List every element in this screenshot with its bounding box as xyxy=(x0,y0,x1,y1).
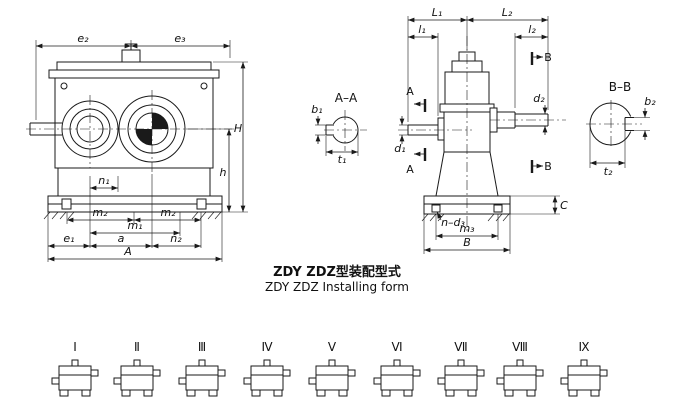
label-m3: m₃ xyxy=(459,222,475,235)
label-d2: d₂ xyxy=(533,92,545,105)
label-t2: t₂ xyxy=(604,165,613,178)
label-h: h xyxy=(220,166,227,179)
breather-cap xyxy=(121,49,141,63)
label-B-width: B xyxy=(463,236,471,249)
label-b2: b₂ xyxy=(644,95,656,108)
variant-item-3: Ⅲ xyxy=(178,340,226,397)
bearing-cap-left xyxy=(437,117,445,141)
label-L1: L₁ xyxy=(432,6,443,19)
ground-hatch xyxy=(421,213,510,222)
label-H: H xyxy=(234,122,242,135)
front-view-housing xyxy=(26,43,232,220)
variant-item-8: Ⅷ xyxy=(496,340,544,397)
variant-row: Ⅰ Ⅱ Ⅲ Ⅳ xyxy=(51,340,608,397)
variant-item-2: Ⅱ xyxy=(113,340,161,397)
label-m2-left: m₂ xyxy=(92,206,108,219)
variant-numeral: Ⅶ xyxy=(454,340,467,354)
section-mark-B-top: B xyxy=(544,51,552,64)
foundation-bolt-slot xyxy=(196,198,207,210)
label-C: C xyxy=(560,199,568,212)
label-d1: d₁ xyxy=(394,142,405,155)
variant-item-1: Ⅰ xyxy=(51,340,99,397)
label-l1: l₁ xyxy=(418,23,425,36)
label-m1: m₁ xyxy=(127,219,142,232)
variant-numeral: Ⅰ xyxy=(73,340,77,354)
caption: ZDY ZDZ型装配型式 ZDY ZDZ Installing form xyxy=(265,264,409,294)
front-view-dimensions: e₂ e₃ H h n₁ m₂ m₂ xyxy=(35,32,248,262)
variant-numeral: Ⅱ xyxy=(134,340,140,354)
section-bb-title: B–B xyxy=(609,80,631,94)
cover-screw xyxy=(200,82,208,90)
side-view: L₁ L₂ l₁ l₂ A A B B xyxy=(394,6,568,254)
label-e3: e₃ xyxy=(174,32,186,45)
variant-item-6: Ⅵ xyxy=(373,340,421,397)
foundation-bolt-hole xyxy=(431,204,441,213)
side-view-housing xyxy=(398,36,566,232)
variant-numeral: Ⅲ xyxy=(198,340,206,354)
label-L2: L₂ xyxy=(502,6,513,19)
variant-numeral: Ⅳ xyxy=(261,340,272,354)
variant-numeral: Ⅵ xyxy=(391,340,402,354)
side-view-dimensions: L₁ L₂ l₁ l₂ A A B B xyxy=(394,6,568,254)
foundation-bolt-hole xyxy=(493,204,503,213)
variant-item-7: Ⅶ xyxy=(437,340,485,397)
section-b-b: B–B b₂ t₂ xyxy=(586,80,656,178)
foundation-bolt-slot xyxy=(61,198,72,210)
label-e1: e₁ xyxy=(63,232,74,245)
section-quadrant xyxy=(136,129,152,145)
section-mark-B-side: B xyxy=(544,160,552,173)
label-b1: b₁ xyxy=(311,103,322,116)
label-A-width: A xyxy=(123,245,132,258)
label-n1: n₁ xyxy=(98,174,109,187)
variant-item-4: Ⅳ xyxy=(243,340,291,397)
variant-numeral: Ⅴ xyxy=(328,340,337,354)
ground-hatch xyxy=(43,211,222,220)
section-a-a: A–A b₁ t₁ xyxy=(311,91,367,166)
caption-english: ZDY ZDZ Installing form xyxy=(265,280,409,294)
caption-chinese: ZDY ZDZ型装配型式 xyxy=(273,264,401,280)
variant-numeral: Ⅸ xyxy=(578,340,589,354)
section-quadrant xyxy=(152,113,168,129)
label-n2: n₂ xyxy=(170,232,182,245)
label-e2: e₂ xyxy=(77,32,89,45)
front-view: e₂ e₃ H h n₁ m₂ m₂ xyxy=(26,32,248,262)
variant-item-5: Ⅴ xyxy=(308,340,356,397)
label-a: a xyxy=(118,232,125,245)
label-t1: t₁ xyxy=(338,153,347,166)
section-aa-title: A–A xyxy=(335,91,358,105)
section-mark-A-top: A xyxy=(406,85,414,98)
label-m2-right: m₂ xyxy=(160,206,176,219)
variant-item-9: Ⅸ xyxy=(560,340,608,397)
cover-screw xyxy=(60,82,68,90)
variant-numeral: Ⅷ xyxy=(512,340,528,354)
label-n-d3: n–d₃ xyxy=(441,216,465,229)
label-l2: l₂ xyxy=(528,23,536,36)
section-mark-A-bottom: A xyxy=(406,163,414,176)
